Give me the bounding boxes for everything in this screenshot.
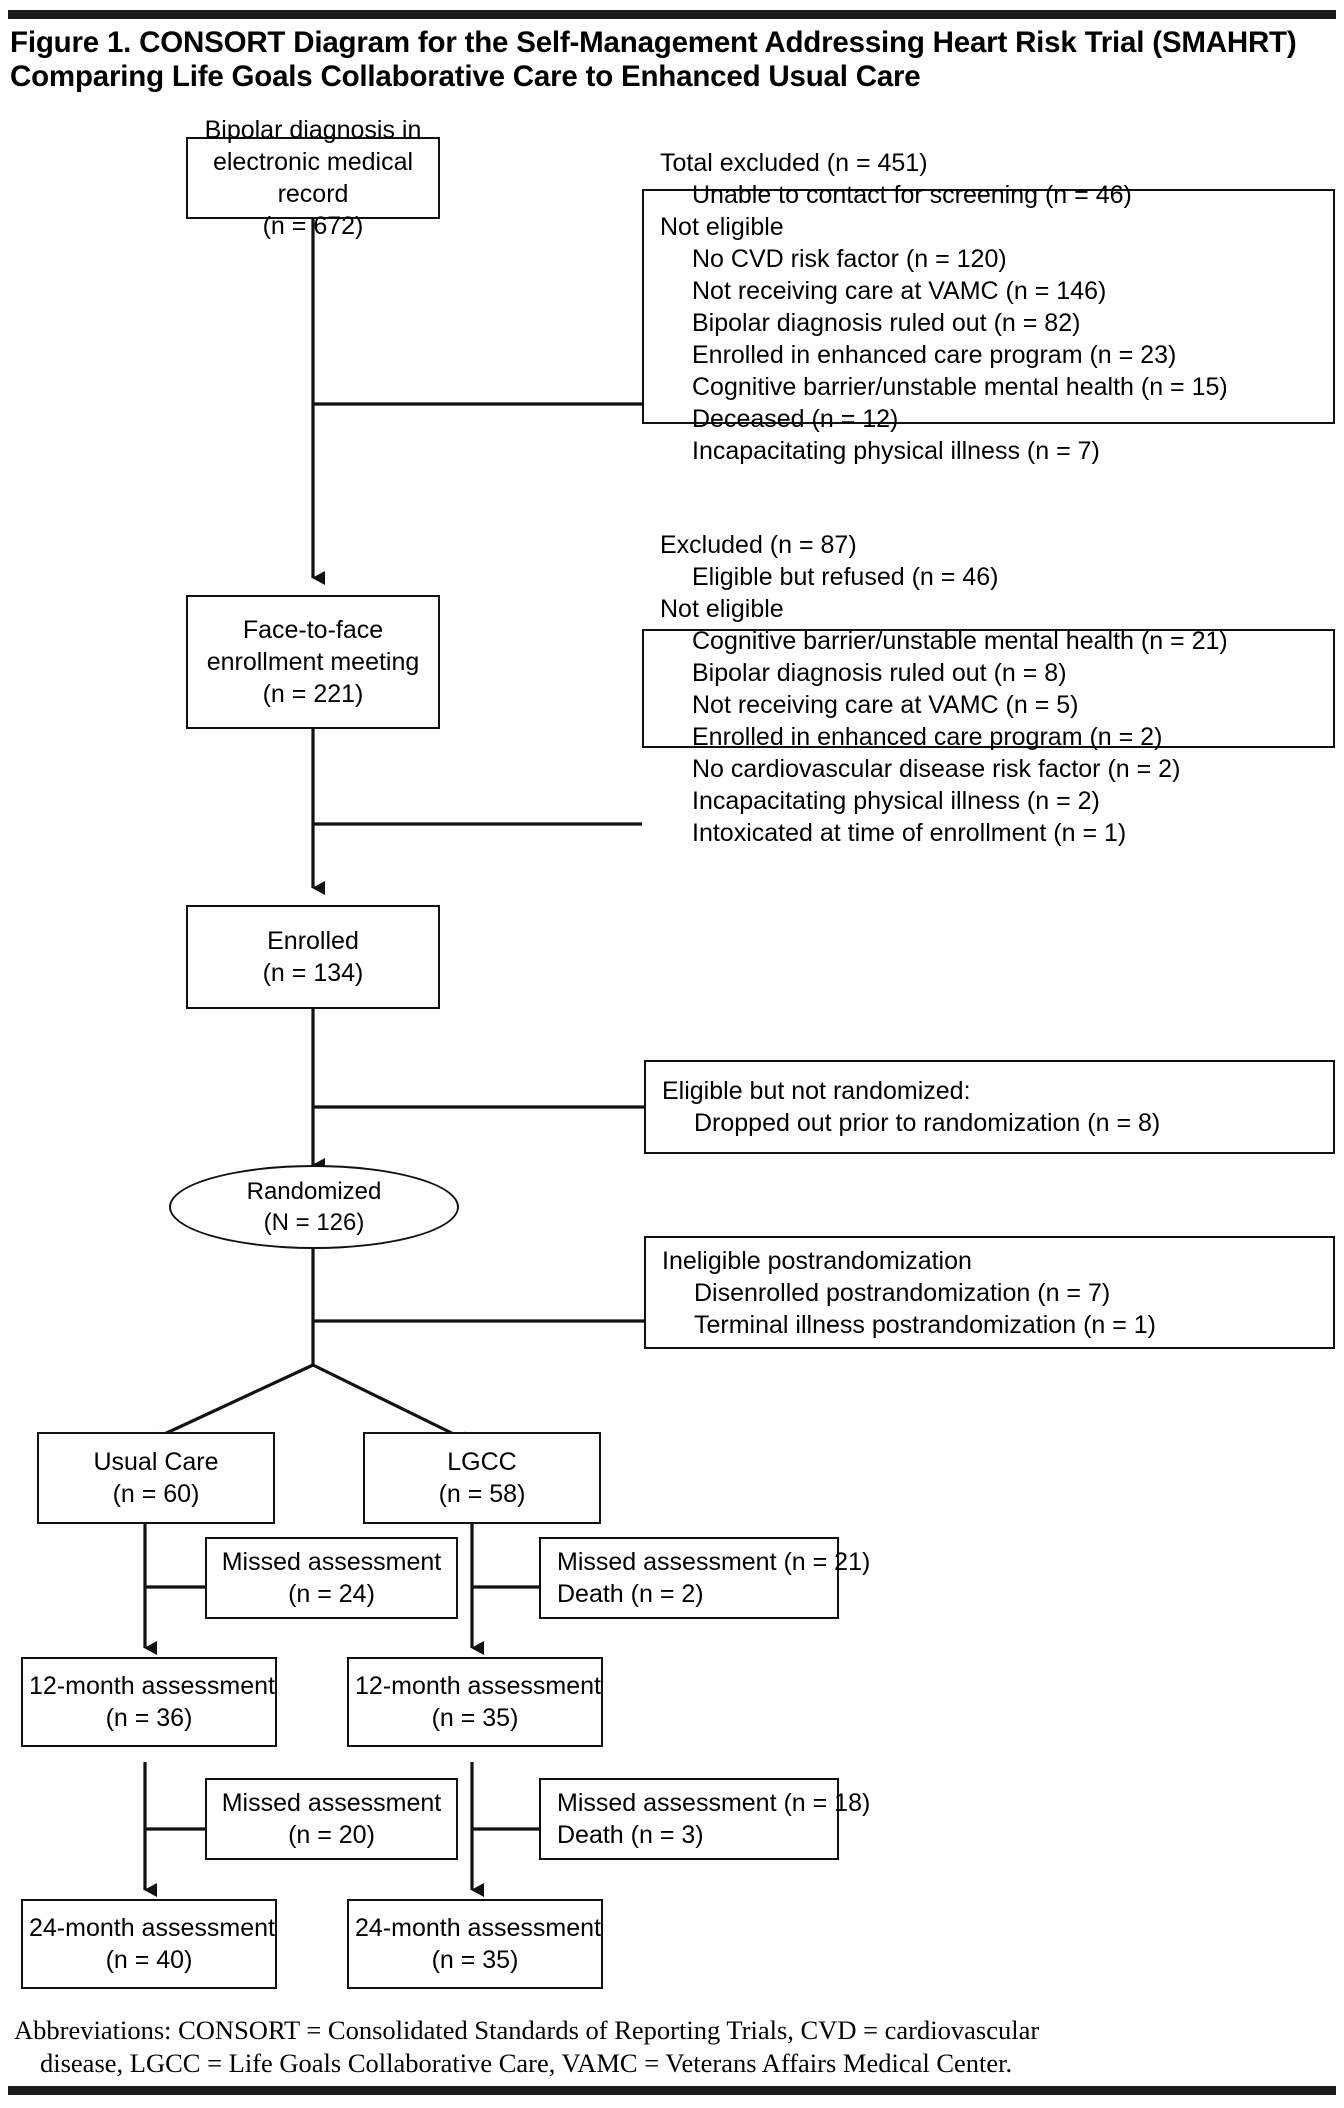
- lgcc-missed-24-line-2: Death (n = 3): [557, 1821, 704, 1849]
- figure-title-line-2: (SMAHRT) Comparing Life Goals Collaborat…: [10, 26, 1297, 94]
- lgcc-missed-12-line-2: Death (n = 2): [557, 1580, 704, 1608]
- excluded2-line-3: Not eligible: [660, 594, 784, 623]
- lgcc-missed-12-line-1: Missed assessment (n = 21): [557, 1548, 871, 1576]
- node-eligible-not-randomized: Eligible but not randomized: Dropped out…: [644, 1060, 1335, 1154]
- node-meeting-line-1: Face-to-face: [242, 616, 384, 644]
- figure-title-line-1: Figure 1. CONSORT Diagram for the Self-M…: [10, 26, 1145, 59]
- uc-missed-24-line-2: (n = 20): [288, 1821, 375, 1849]
- node-usual-care-missed-24: Missed assessment (n = 20): [205, 1778, 458, 1860]
- bottom-rule: [8, 2086, 1336, 2095]
- node-usual-care-missed-12: Missed assessment (n = 24): [205, 1537, 458, 1619]
- node-lgcc-line-1: LGCC: [447, 1448, 517, 1476]
- node-lgcc-12mo: 12-month assessment (n = 35): [347, 1657, 603, 1747]
- excluded2-line-4: Cognitive barrier/unstable mental health…: [692, 626, 1228, 655]
- excluded1-line-2: Unable to contact for screening (n = 46): [692, 180, 1132, 209]
- ineligible-post-line-3: Terminal illness postrandomization (n = …: [694, 1310, 1157, 1339]
- figure-title: Figure 1. CONSORT Diagram for the Self-M…: [10, 26, 1330, 94]
- excluded1-line-8: Cognitive barrier/unstable mental health…: [692, 372, 1228, 401]
- node-randomized-line-1: Randomized: [246, 1177, 382, 1205]
- lgcc-24mo-line-1: 24-month assessment: [355, 1914, 601, 1942]
- node-lgcc-missed-24: Missed assessment (n = 18) Death (n = 3): [539, 1778, 870, 1860]
- node-lgcc: LGCC (n = 58): [363, 1432, 601, 1524]
- node-meeting-line-3: (n = 221): [262, 680, 364, 708]
- node-meeting-line-2: enrollment meeting: [206, 648, 420, 676]
- node-excluded-screening: Total excluded (n = 451) Unable to conta…: [642, 149, 1335, 465]
- node-enrolled-line-2: (n = 134): [262, 959, 364, 987]
- node-enrolled-line-1: Enrolled: [267, 927, 359, 955]
- node-screened-line-4: (n = 672): [262, 212, 364, 240]
- node-screened-line-3: record: [277, 180, 349, 208]
- not-randomized-line-1: Eligible but not randomized:: [662, 1077, 971, 1105]
- node-usual-care-24mo: 24-month assessment (n = 40): [21, 1899, 277, 1989]
- node-lgcc-missed-12: Missed assessment (n = 21) Death (n = 2): [539, 1537, 870, 1619]
- uc-12mo-line-2: (n = 36): [105, 1704, 193, 1732]
- uc-missed-24-line-1: Missed assessment: [221, 1789, 442, 1817]
- excluded2-line-1: Excluded (n = 87): [660, 530, 857, 559]
- lgcc-24mo-line-2: (n = 35): [431, 1946, 519, 1974]
- excluded2-line-2: Eligible but refused (n = 46): [692, 562, 999, 591]
- excluded2-line-10: Intoxicated at time of enrollment (n = 1…: [692, 818, 1127, 847]
- node-excluded-enrollment: Excluded (n = 87) Eligible but refused (…: [642, 531, 1335, 847]
- excluded2-line-5: Bipolar diagnosis ruled out (n = 8): [692, 658, 1067, 687]
- lgcc-missed-24-line-1: Missed assessment (n = 18): [557, 1789, 871, 1817]
- excluded1-line-6: Bipolar diagnosis ruled out (n = 82): [692, 308, 1081, 337]
- not-randomized-line-2: Dropped out prior to randomization (n = …: [694, 1109, 1161, 1137]
- uc-24mo-line-1: 24-month assessment: [29, 1914, 275, 1942]
- excluded1-line-7: Enrolled in enhanced care program (n = 2…: [692, 340, 1177, 369]
- uc-missed-12-line-1: Missed assessment: [221, 1548, 442, 1576]
- excluded2-line-7: Enrolled in enhanced care program (n = 2…: [692, 722, 1163, 751]
- excluded2-line-8: No cardiovascular disease risk factor (n…: [692, 754, 1181, 783]
- excluded1-line-1: Total excluded (n = 451): [660, 148, 928, 177]
- node-randomized-line-2: (N = 126): [263, 1209, 365, 1236]
- footnote-line-1: Abbreviations: CONSORT = Consolidated St…: [14, 2015, 1040, 2045]
- uc-12mo-line-1: 12-month assessment: [29, 1672, 275, 1700]
- ineligible-post-line-2: Disenrolled postrandomization (n = 7): [694, 1278, 1111, 1307]
- top-rule: [8, 10, 1336, 19]
- excluded1-line-3: Not eligible: [660, 212, 784, 241]
- excluded1-line-4: No CVD risk factor (n = 120): [692, 244, 1007, 273]
- node-enrollment-meeting: Face-to-face enrollment meeting (n = 221…: [186, 595, 440, 729]
- node-usual-care: Usual Care (n = 60): [37, 1432, 275, 1524]
- node-randomized: Randomized (N = 126): [169, 1165, 459, 1249]
- footnote-line-2: disease, LGCC = Life Goals Collaborative…: [40, 2048, 1013, 2079]
- excluded1-line-10: Incapacitating physical illness (n = 7): [692, 436, 1100, 465]
- node-screened-line-2: electronic medical: [212, 148, 414, 176]
- excluded2-line-9: Incapacitating physical illness (n = 2): [692, 786, 1100, 815]
- node-ineligible-postrandomization: Ineligible postrandomization Disenrolled…: [644, 1236, 1335, 1349]
- node-usual-care-12mo: 12-month assessment (n = 36): [21, 1657, 277, 1747]
- node-screened-line-1: Bipolar diagnosis in: [204, 116, 422, 144]
- node-lgcc-24mo: 24-month assessment (n = 35): [347, 1899, 603, 1989]
- lgcc-12mo-line-2: (n = 35): [431, 1704, 519, 1732]
- excluded1-line-5: Not receiving care at VAMC (n = 146): [692, 276, 1107, 305]
- uc-24mo-line-2: (n = 40): [105, 1946, 193, 1974]
- node-usual-care-line-2: (n = 60): [112, 1480, 200, 1508]
- uc-missed-12-line-2: (n = 24): [288, 1580, 375, 1608]
- node-screened: Bipolar diagnosis in electronic medical …: [186, 116, 440, 240]
- ineligible-post-line-1: Ineligible postrandomization: [662, 1246, 972, 1275]
- excluded2-line-6: Not receiving care at VAMC (n = 5): [692, 690, 1079, 719]
- node-enrolled: Enrolled (n = 134): [186, 905, 440, 1009]
- lgcc-12mo-line-1: 12-month assessment: [355, 1672, 601, 1700]
- excluded1-line-9: Deceased (n = 12): [692, 404, 899, 433]
- node-lgcc-line-2: (n = 58): [438, 1480, 526, 1508]
- abbreviations-footnote: Abbreviations: CONSORT = Consolidated St…: [14, 2014, 1330, 2081]
- node-usual-care-line-1: Usual Care: [93, 1448, 219, 1476]
